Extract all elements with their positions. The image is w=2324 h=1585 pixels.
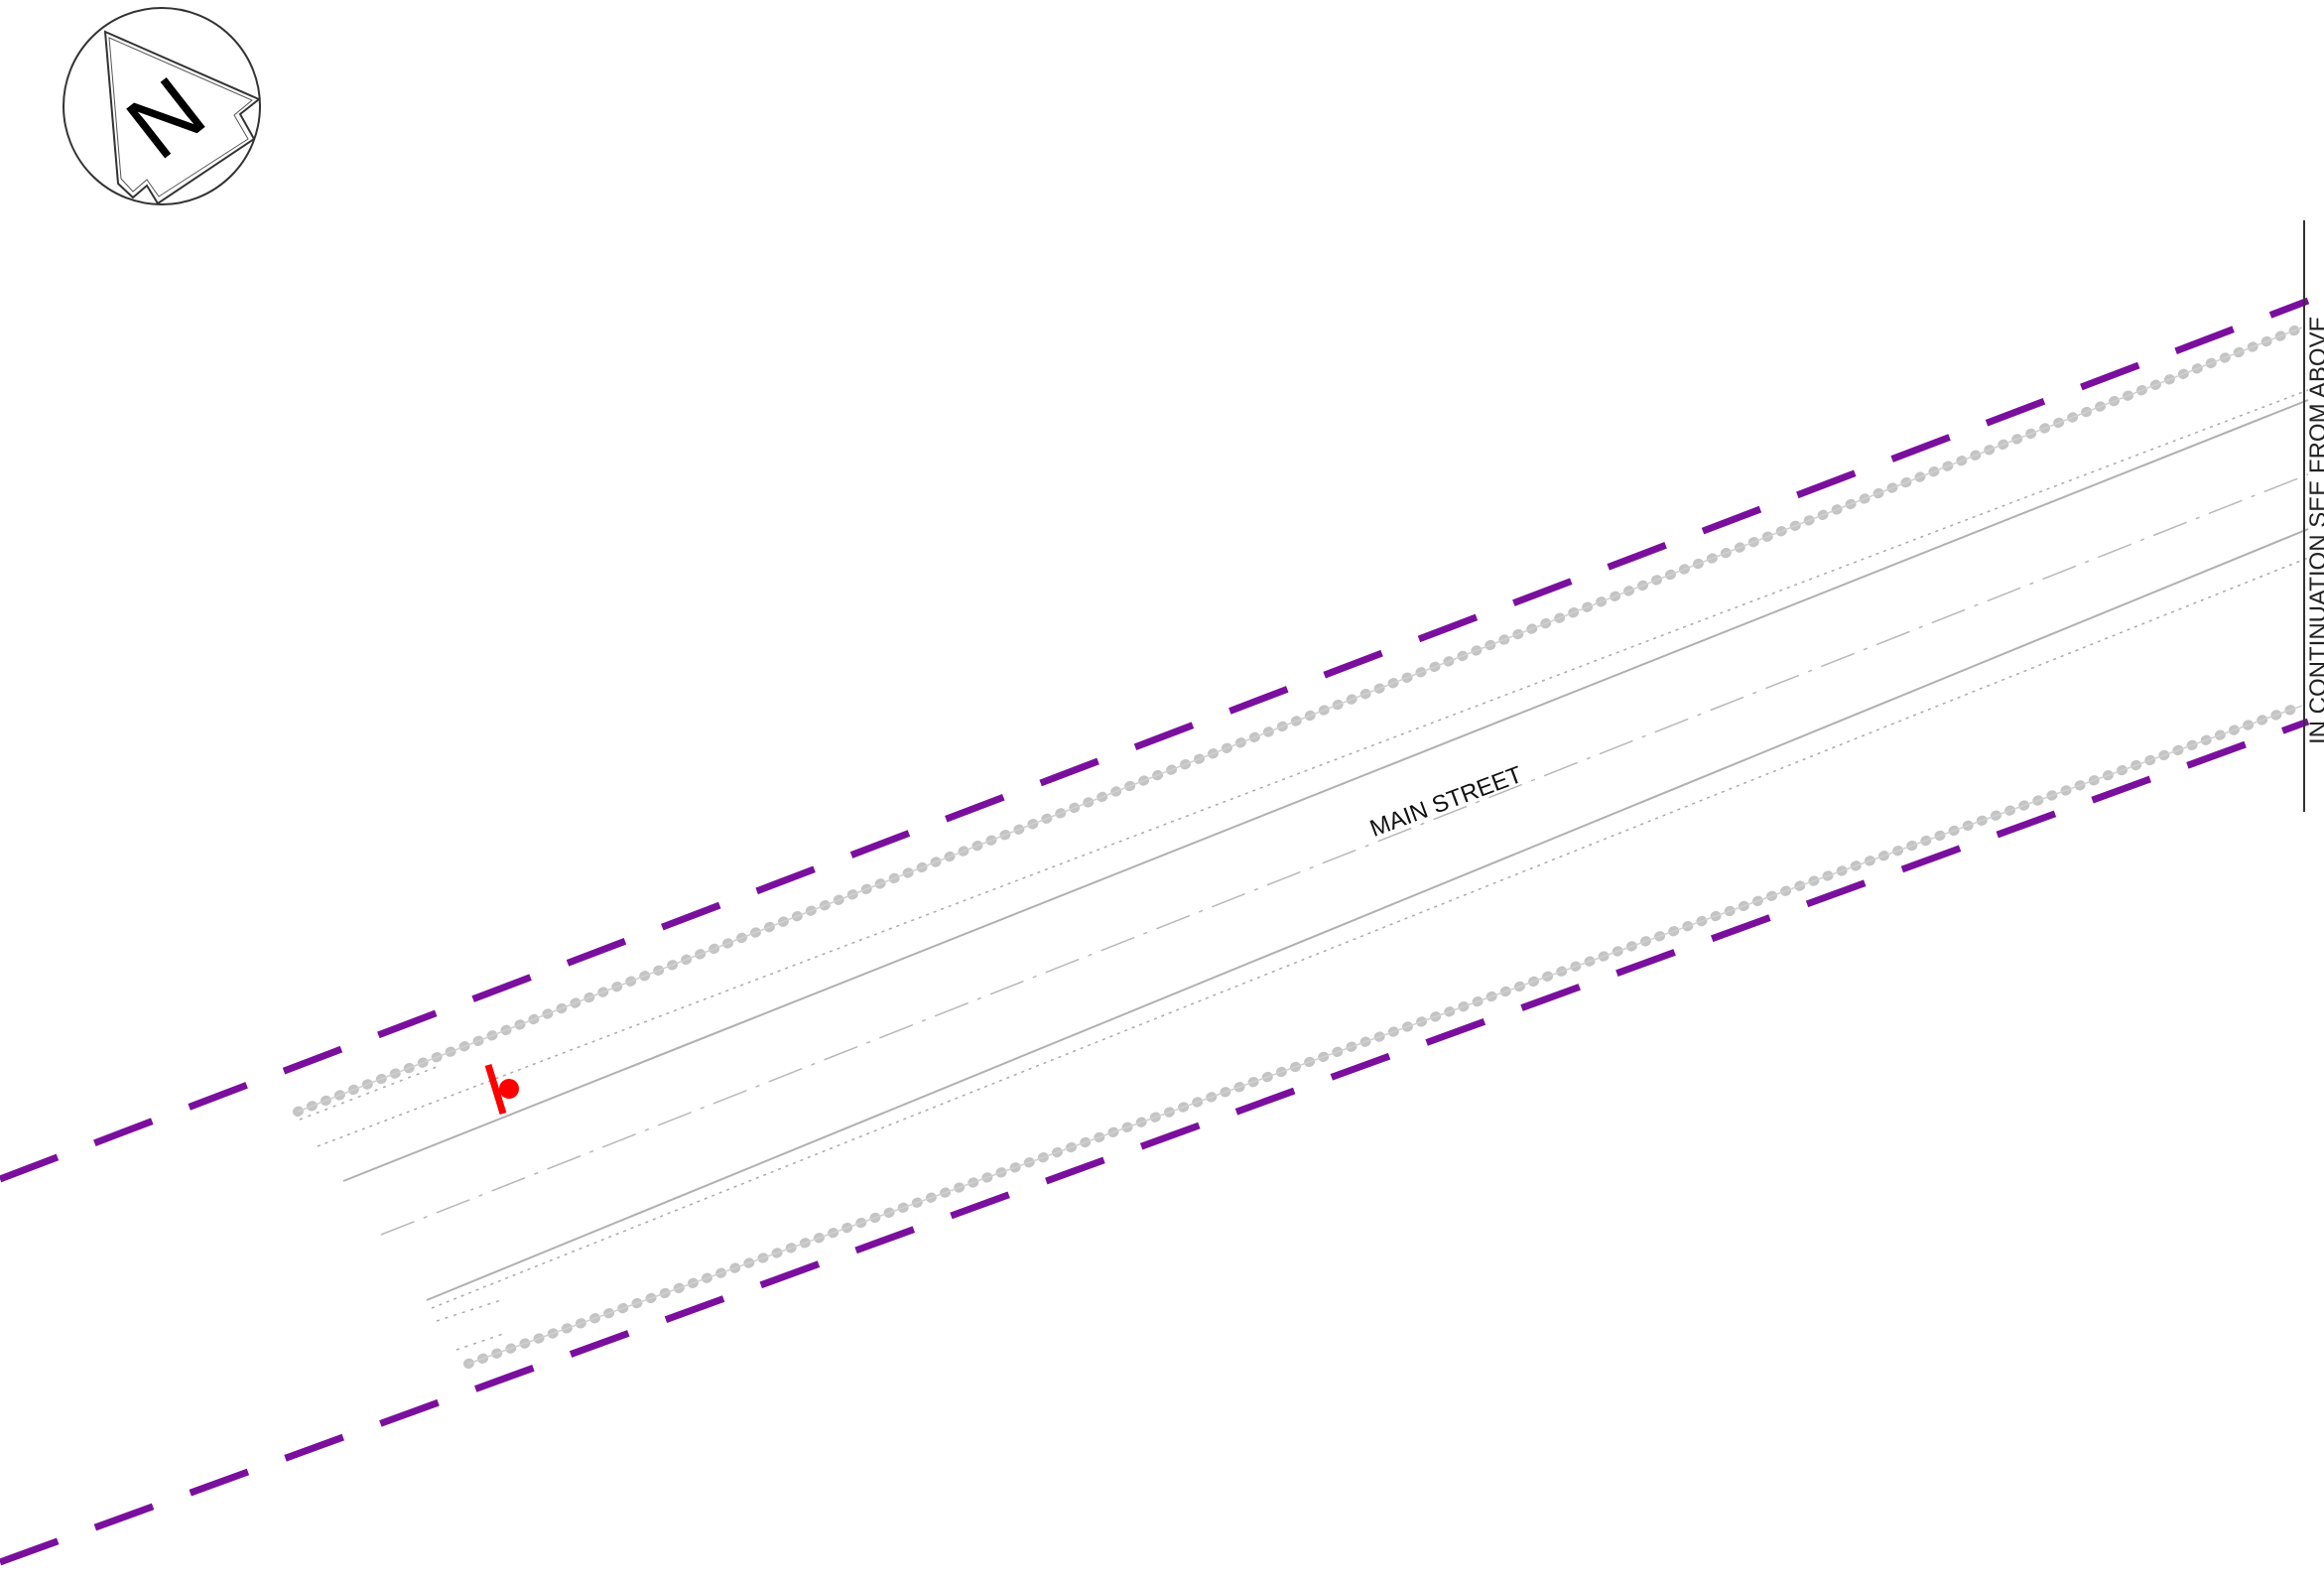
street-name-label: MAIN STREET <box>1366 761 1526 843</box>
tree-line-south-outline <box>467 705 2303 1365</box>
right-of-way-line-south <box>0 718 2310 1566</box>
road-edge-north <box>342 399 2309 1182</box>
match-line-note: IN CONTINUATION SEE FROM ABOVE <box>2305 316 2324 744</box>
edge-line-north-outer <box>299 1066 438 1121</box>
edge-line-south-stub <box>455 1332 507 1351</box>
red-pin-marker-icon[interactable] <box>484 1063 519 1116</box>
right-of-way-line-north <box>0 297 2310 1183</box>
tree-line-north-outline <box>297 327 2303 1113</box>
north-arrow-icon: N <box>63 7 261 205</box>
edge-line-south-inner <box>431 557 2309 1309</box>
road-centerline <box>380 473 2309 1236</box>
edge-line-north-inner <box>317 389 2309 1147</box>
edge-line-south-outer <box>436 1299 502 1322</box>
road-edge-south <box>426 528 2309 1301</box>
